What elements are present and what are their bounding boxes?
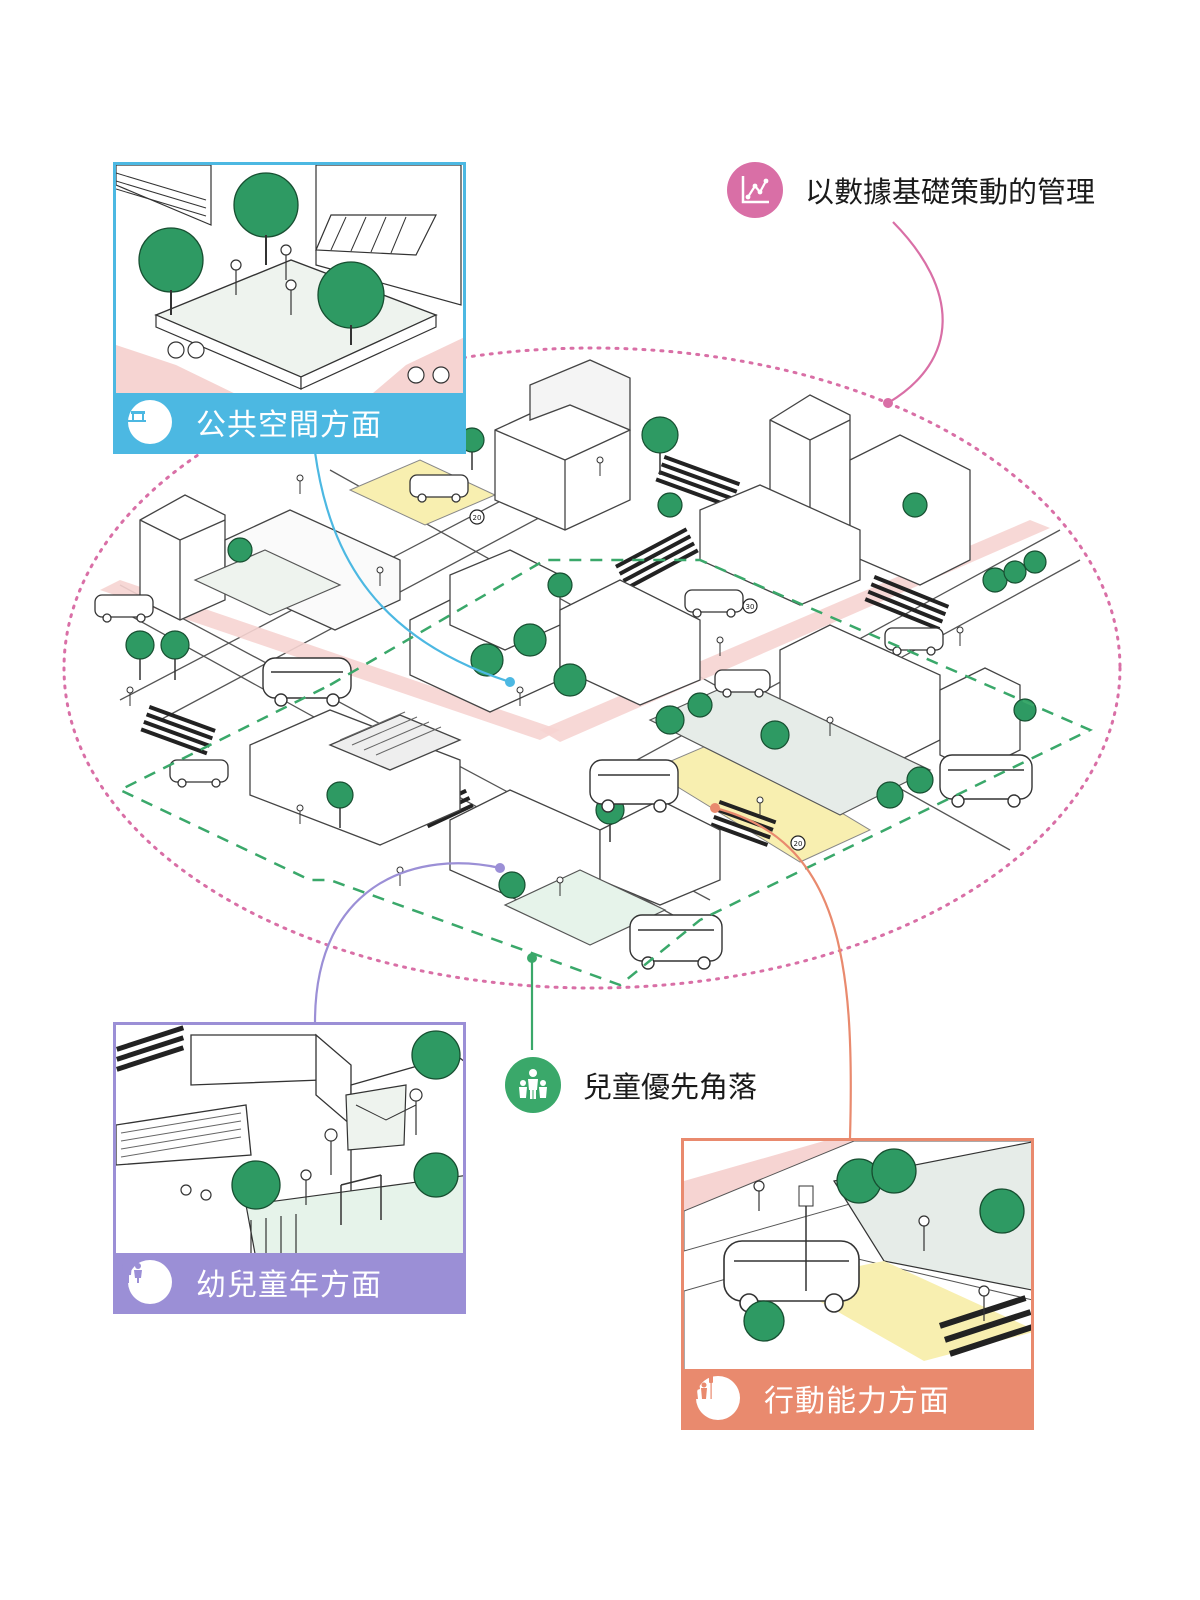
child-priority-boundary [117,558,1093,987]
legend-data-management: 以數據基礎策動的管理 [727,162,1095,218]
speed-sign-value: 30 [746,603,755,611]
speed-sign-value: 20 [473,514,482,522]
panel-public-space-label: 公共空間方面 [196,408,382,443]
panel-mobility: 行動能力方面 [681,1138,1034,1430]
playground-area [503,869,667,946]
pedestrian-icon [690,1371,740,1420]
tree-trunks [139,452,661,842]
mobility-connector [714,806,852,1139]
people [126,456,964,896]
speed-sign: 20 [790,835,806,851]
speed-sign: 20 [469,509,485,525]
panel-public-space: 公共空間方面 [113,162,466,454]
speed-sign: 30 [742,598,758,614]
panel-early-childhood: 幼兒童年方面 [113,1022,466,1314]
panel-mobility-label-bar: 行動能力方面 [684,1369,1031,1427]
legend-child-priority-label: 兒童優先角落 [583,1070,758,1104]
early-childhood-connector [313,862,501,1023]
mobility-illustration [684,1141,1031,1375]
park-bench-icon [120,396,172,444]
panel-early-childhood-label-bar: 幼兒童年方面 [116,1253,463,1311]
data-management-boundary [62,346,1122,990]
panel-public-space-label-bar: 公共空間方面 [116,393,463,451]
panel-mobility-label: 行動能力方面 [764,1384,950,1419]
public-space-illustration [116,165,463,399]
legend-child-priority: 兒童優先角落 [505,1057,757,1113]
trees [125,416,1047,899]
early-childhood-illustration [116,1025,463,1259]
speed-sign-value: 20 [794,840,803,848]
panel-early-childhood-label: 幼兒童年方面 [196,1268,382,1303]
public-space-connector [313,451,511,684]
parent-child-icon [122,1255,172,1304]
chart-icon [727,162,783,218]
park-area [648,679,932,816]
family-icon [505,1057,561,1113]
data-management-connector [887,221,944,404]
legend-data-management-label: 以數據基礎策動的管理 [805,175,1096,209]
cars [94,474,944,788]
